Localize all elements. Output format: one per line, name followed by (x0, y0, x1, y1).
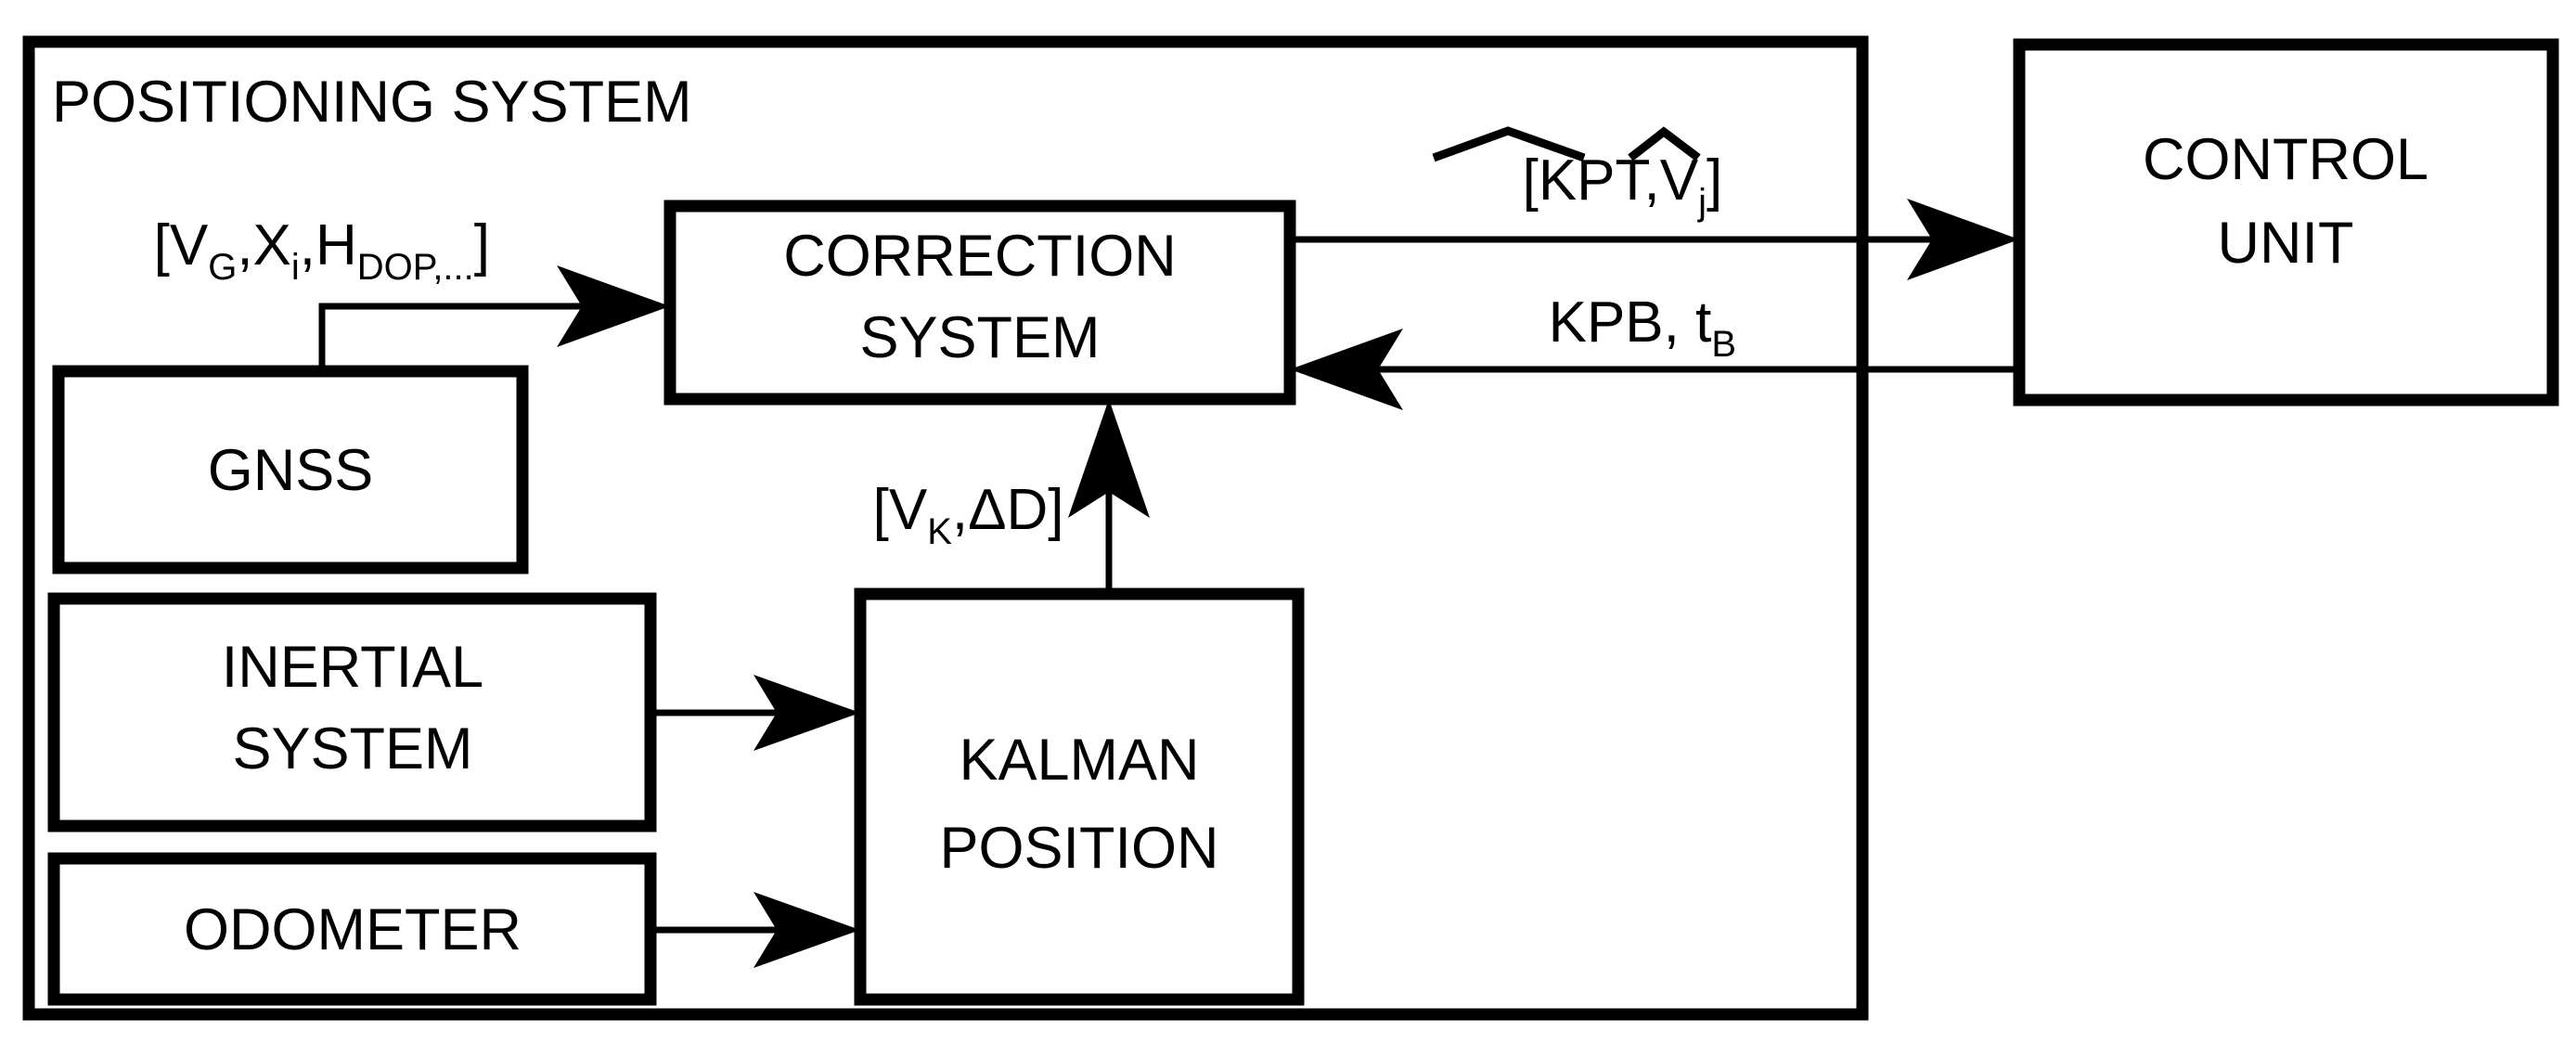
vk-signal-sub-k: K (927, 511, 952, 552)
gnss-signal-open: [V (154, 213, 209, 277)
gnss-signal-sub-i: i (291, 247, 300, 288)
kpt-signal-kpt: KPT (1539, 148, 1650, 213)
connector-correction-to-control-unit (1290, 199, 2019, 280)
connector-inertial-to-kalman (650, 675, 860, 751)
connector-gnss-to-correction (318, 265, 670, 371)
kpb-signal-sub-b: B (1711, 324, 1736, 365)
control-unit-box[interactable] (2013, 38, 2559, 406)
positioning-system-group-box (22, 35, 1869, 1021)
kalman-position-label-line2: POSITION (939, 816, 1218, 881)
odometer-label: ODOMETER (184, 897, 522, 962)
kpt-signal-close: ] (1707, 148, 1722, 213)
gnss-signal-mid-h: ,H (300, 213, 357, 277)
inertial-system-box[interactable] (47, 592, 657, 832)
hat-over-v-icon (1628, 126, 1701, 161)
kpt-signal-comma-v: ,V (1644, 148, 1699, 213)
correction-system-label-line1: CORRECTION (783, 224, 1177, 289)
gnss-box[interactable] (52, 365, 529, 574)
gnss-signal-close: ] (474, 213, 490, 277)
connector-kalman-to-correction (1068, 399, 1150, 594)
svg-text:[KPT,Vj]: [KPT,Vj] (1410, 148, 1802, 223)
svg-text:KPB, tB: KPB, tB (1436, 290, 1816, 369)
signal-label-kalman-to-correction: [VK,ΔD] (761, 478, 1144, 552)
inertial-system-label-line2: SYSTEM (232, 716, 472, 781)
connector-odometer-to-kalman (650, 892, 860, 968)
signal-label-correction-to-control: [KPT,Vj] (1410, 126, 1802, 223)
signal-label-gnss-output: [VG,Xi,HDOP,...] (42, 213, 570, 288)
gnss-signal-sub-g: G (208, 247, 237, 288)
connector-control-unit-to-correction (1290, 329, 2019, 410)
correction-system-label-line2: SYSTEM (859, 305, 1100, 370)
inertial-system-label-line1: INERTIAL (222, 635, 483, 700)
gnss-signal-sub-dop: DOP,... (357, 247, 474, 288)
wide-hat-over-kpt-icon (1432, 126, 1586, 162)
gnss-signal-mid-x: ,X (237, 213, 291, 277)
kalman-position-label-line1: KALMAN (959, 728, 1199, 793)
control-unit-label-line2: UNIT (2218, 211, 2354, 276)
kpb-signal-main: KPB, t (1549, 290, 1712, 355)
kpt-signal-open: [ (1523, 148, 1539, 213)
svg-text:[VG,Xi,HDOP,...]: [VG,Xi,HDOP,...] (42, 213, 570, 288)
svg-text:[VK,ΔD]: [VK,ΔD] (761, 478, 1144, 552)
vk-signal-close: ,ΔD] (952, 478, 1064, 542)
kalman-position-box[interactable] (854, 587, 1305, 1006)
kpt-signal-sub-j: j (1697, 182, 1707, 223)
control-unit-label-line1: CONTROL (2143, 127, 2428, 192)
signal-label-control-to-correction: KPB, tB (1436, 290, 1816, 369)
correction-system-box[interactable] (663, 200, 1296, 406)
gnss-label: GNSS (208, 438, 374, 503)
vk-signal-open: [V (873, 478, 928, 542)
positioning-system-title: POSITIONING SYSTEM (52, 70, 692, 135)
